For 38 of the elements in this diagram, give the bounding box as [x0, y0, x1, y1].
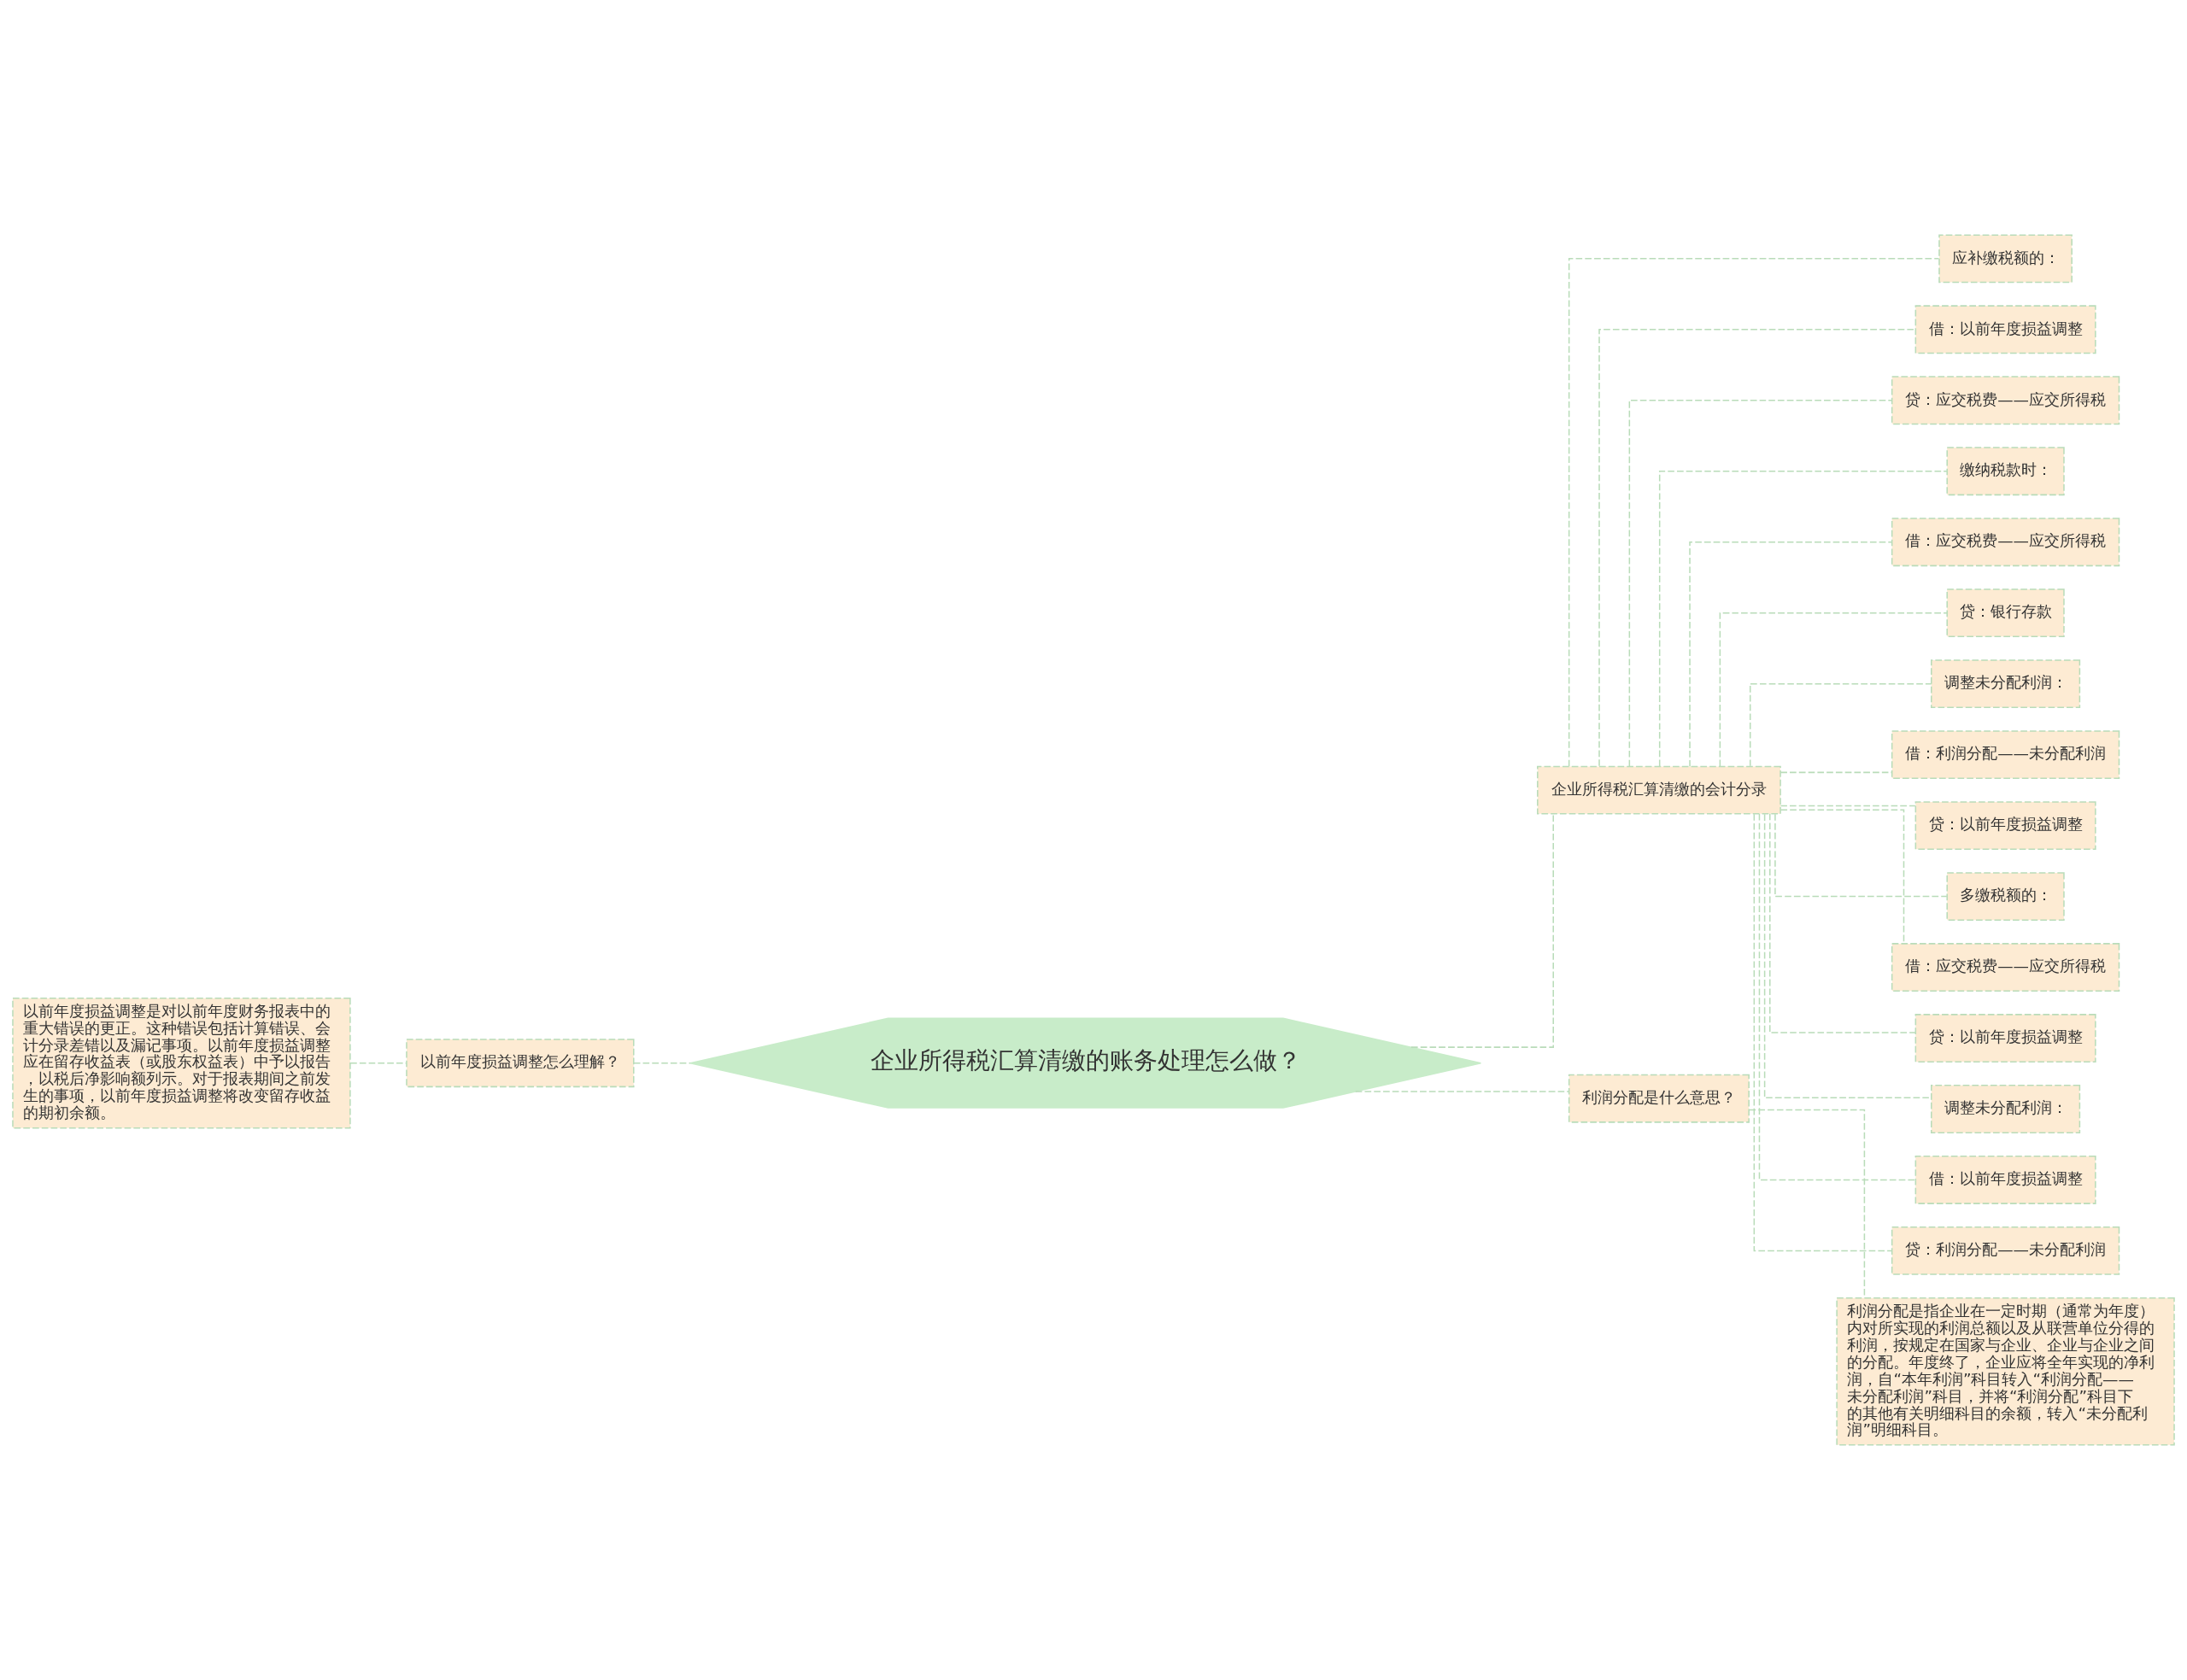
node-box: 贷：利润分配——未分配利润: [1891, 1226, 2120, 1275]
connector: [633, 1062, 691, 1064]
node-box: 调整未分配利润：: [1931, 1085, 2081, 1133]
node-box: 应补缴税额的：: [1938, 234, 2073, 284]
node-box: 借：以前年度损益调整: [1914, 305, 2096, 354]
connector: [1780, 771, 1893, 774]
node-box: 多缴税额的：: [1946, 872, 2065, 921]
node-box: 以前年度损益调整是对以前年度财务报表中的重大错误的更正。这种错误包括计算错误、会计分录差错以及漏记事项。以前年度损益调整应在留存收益表（或股东权益表）中予以报告，以税后净影响额列示。对于报表期间之前发生的事项，以前年度损益调整将改变留存收益的期初余额。: [12, 997, 351, 1129]
node-box: 贷：银行存款: [1946, 588, 2065, 638]
node-box: 以前年度损益调整怎么理解？: [406, 1039, 635, 1088]
connector: [1598, 329, 1916, 767]
connector: [1753, 813, 1893, 1252]
connector: [1748, 1109, 1866, 1299]
connector: [1354, 1091, 1570, 1092]
connector: [1628, 400, 1893, 767]
node-box: 贷：应交税费——应交所得税: [1891, 376, 2120, 425]
connector: [1758, 813, 1916, 1181]
connector: [1658, 470, 1948, 767]
connector: [1749, 682, 1932, 767]
connector: [1774, 813, 1948, 898]
node-box: 调整未分配利润：: [1931, 659, 2081, 709]
node-box: 贷：以前年度损益调整: [1914, 801, 2096, 851]
node-box: 借：以前年度损益调整: [1914, 1156, 2096, 1204]
node-box: 借：应交税费——应交所得税: [1891, 518, 2120, 567]
connector: [1769, 813, 1916, 1033]
node-box: 企业所得税汇算清缴的会计分录: [1537, 765, 1781, 815]
connector: [1689, 541, 1892, 768]
connector: [349, 1062, 407, 1064]
connector: [1568, 258, 1940, 767]
connector: [1410, 813, 1554, 1048]
node-box: 借：应交税费——应交所得税: [1891, 943, 2120, 992]
connector: [1780, 805, 1916, 807]
node-box: 利润分配是什么意思？: [1568, 1074, 1750, 1123]
node-box: 贷：以前年度损益调整: [1914, 1014, 2096, 1062]
node-box: 借：利润分配——未分配利润: [1891, 730, 2120, 780]
node-box: 缴纳税款时：: [1946, 447, 2065, 496]
node-box: 利润分配是指企业在一定时期（通常为年度）内对所实现的利润总额以及从联营单位分得的利润，按规定在国家与企业、企业与企业之间的分配。年度终了，企业应将全年实现的净利润，自“本年利润”科目转入“利润分配——未分配利润”科目，并将“利润分配”科目下的其他有关明细科目的余额，转入“未分配利润”明细科目。: [1836, 1297, 2175, 1446]
connector: [1719, 612, 1948, 767]
